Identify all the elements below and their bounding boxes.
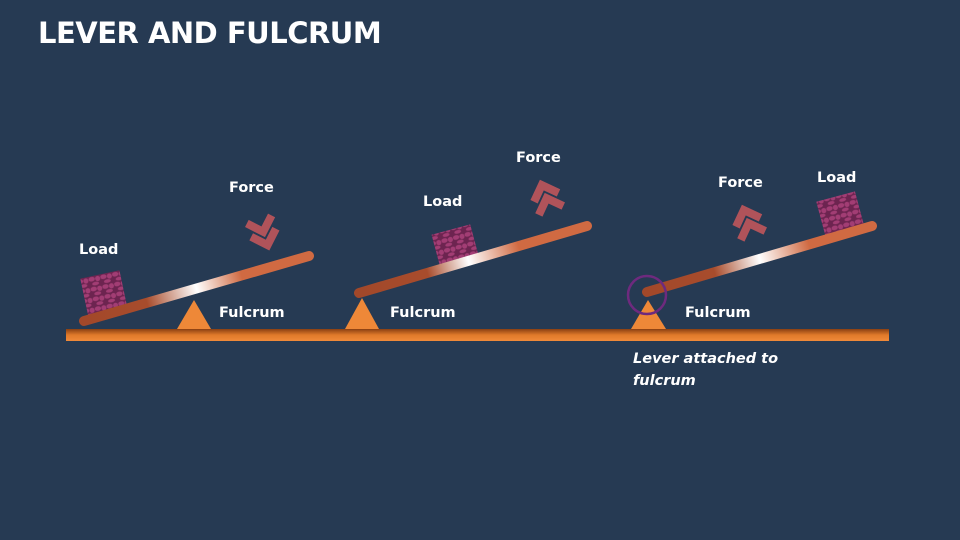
fulcrum-triangle bbox=[345, 298, 379, 329]
force-arrow-up-icon bbox=[732, 206, 766, 240]
fulcrum-label: Fulcrum bbox=[685, 305, 751, 321]
lever-bar bbox=[354, 221, 592, 298]
force-arrow-down-icon bbox=[247, 215, 280, 249]
caption-line-2: fulcrum bbox=[633, 373, 696, 389]
load-block bbox=[80, 270, 128, 318]
caption-line-1: Lever attached to bbox=[633, 351, 778, 367]
fulcrum-triangle bbox=[177, 300, 211, 329]
slide-title: LEVER AND FULCRUM bbox=[38, 16, 382, 50]
force-arrow-up-icon bbox=[530, 181, 564, 215]
lever-bar bbox=[642, 221, 877, 297]
load-label: Load bbox=[423, 194, 462, 210]
force-label: Force bbox=[516, 150, 561, 166]
fulcrum-label: Fulcrum bbox=[390, 305, 456, 321]
force-label: Force bbox=[229, 180, 274, 196]
load-block bbox=[431, 224, 479, 266]
load-label: Load bbox=[817, 170, 856, 186]
lever-example-2: Load Force Fulcrum bbox=[345, 150, 592, 329]
fulcrum-label: Fulcrum bbox=[219, 305, 285, 321]
attachment-highlight-circle bbox=[626, 274, 668, 316]
load-label: Load bbox=[79, 242, 118, 258]
ground-bar bbox=[66, 329, 889, 341]
lever-example-3: Force Load Fulcrum Lever attached to ful… bbox=[626, 170, 877, 389]
lever-example-1: Load Force Fulcrum bbox=[79, 180, 314, 329]
force-label: Force bbox=[718, 175, 763, 191]
load-block bbox=[816, 191, 864, 235]
lever-bar bbox=[79, 251, 314, 326]
